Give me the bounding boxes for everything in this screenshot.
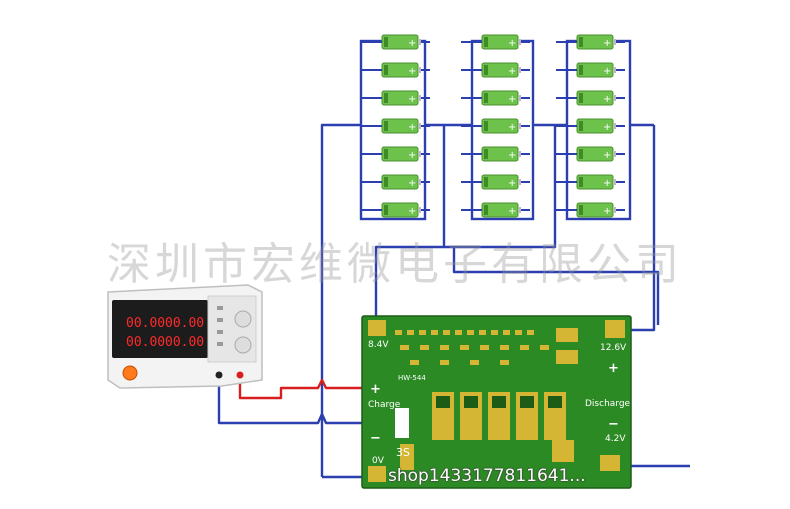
pad-4-2v (600, 455, 620, 471)
display-value: 00.00 (126, 316, 165, 331)
display-value: 00.00 (165, 316, 204, 331)
positive-terminal-icon (236, 371, 244, 379)
svg-text:+: + (508, 38, 516, 49)
battery-cell-icon: + (361, 34, 430, 50)
display-value: 00.00 (165, 335, 204, 350)
svg-text:+: + (408, 122, 416, 133)
negative-terminal-icon (215, 371, 223, 379)
label-12-6v: 12.6V (600, 343, 627, 353)
svg-text:+: + (508, 94, 516, 105)
battery-cell-icon: + (361, 146, 430, 162)
minus-icon: − (370, 431, 381, 446)
minus-icon: − (608, 417, 619, 432)
svg-text:+: + (603, 66, 611, 77)
battery-cells: + + + + + + + + + + + + + + + + + + + + + (361, 34, 625, 218)
label-8-4v: 8.4V (368, 340, 389, 350)
label-discharge: Discharge (585, 399, 631, 409)
svg-text:+: + (508, 206, 516, 217)
plus-icon: + (370, 382, 381, 397)
battery-cell-icon: + (556, 174, 625, 190)
battery-cell-icon: + (461, 62, 530, 78)
svg-text:+: + (603, 178, 611, 189)
battery-cell-icon: + (361, 174, 430, 190)
battery-cell-icon: + (461, 34, 530, 50)
svg-text:+: + (603, 206, 611, 217)
svg-text:+: + (603, 122, 611, 133)
battery-cell-icon: + (361, 62, 430, 78)
svg-text:+: + (408, 150, 416, 161)
battery-cell-icon: + (461, 174, 530, 190)
svg-text:+: + (408, 66, 416, 77)
battery-cell-icon: + (556, 62, 625, 78)
svg-text:+: + (603, 94, 611, 105)
svg-text:+: + (508, 150, 516, 161)
svg-text:+: + (408, 206, 416, 217)
svg-text:+: + (603, 38, 611, 49)
battery-cell-icon: + (361, 90, 430, 106)
battery-cell-icon: + (556, 34, 625, 50)
pad-8-4v (368, 320, 386, 336)
svg-text:+: + (603, 150, 611, 161)
battery-cell-icon: + (461, 90, 530, 106)
svg-text:+: + (508, 66, 516, 77)
power-button-icon[interactable] (122, 365, 138, 381)
red-wire (238, 378, 378, 400)
battery-cell-icon: + (556, 90, 625, 106)
pad-12-6v (605, 320, 625, 338)
knob-icon[interactable] (234, 310, 252, 328)
board-model: HW-544 (398, 374, 426, 382)
battery-cell-icon: + (361, 118, 430, 134)
display-value: 00.00 (126, 335, 165, 350)
label-0v: 0V (372, 456, 385, 466)
label-4-2v: 4.2V (605, 434, 626, 444)
battery-cell-icon: + (556, 202, 625, 218)
bms-board: 8.4V Charge 0V 12.6V Discharge 4.2V HW-5… (361, 315, 632, 489)
display-panel (112, 300, 208, 358)
svg-text:+: + (508, 178, 516, 189)
smd-components (395, 330, 549, 365)
plus-icon: + (608, 361, 619, 376)
battery-cell-icon: + (361, 202, 430, 218)
blue-wires (217, 123, 690, 479)
pad-0v (368, 466, 386, 482)
svg-text:+: + (408, 38, 416, 49)
svg-text:+: + (408, 94, 416, 105)
power-supply: 00.00 00.00 00.00 00.00 (107, 284, 263, 389)
knob-icon[interactable] (234, 336, 252, 354)
label-3s: 3S (396, 446, 410, 459)
battery-cell-icon: + (461, 202, 530, 218)
label-charge: Charge (368, 400, 401, 410)
svg-text:+: + (408, 178, 416, 189)
battery-cell-icon: + (461, 146, 530, 162)
battery-cell-icon: + (556, 146, 625, 162)
svg-text:+: + (508, 122, 516, 133)
